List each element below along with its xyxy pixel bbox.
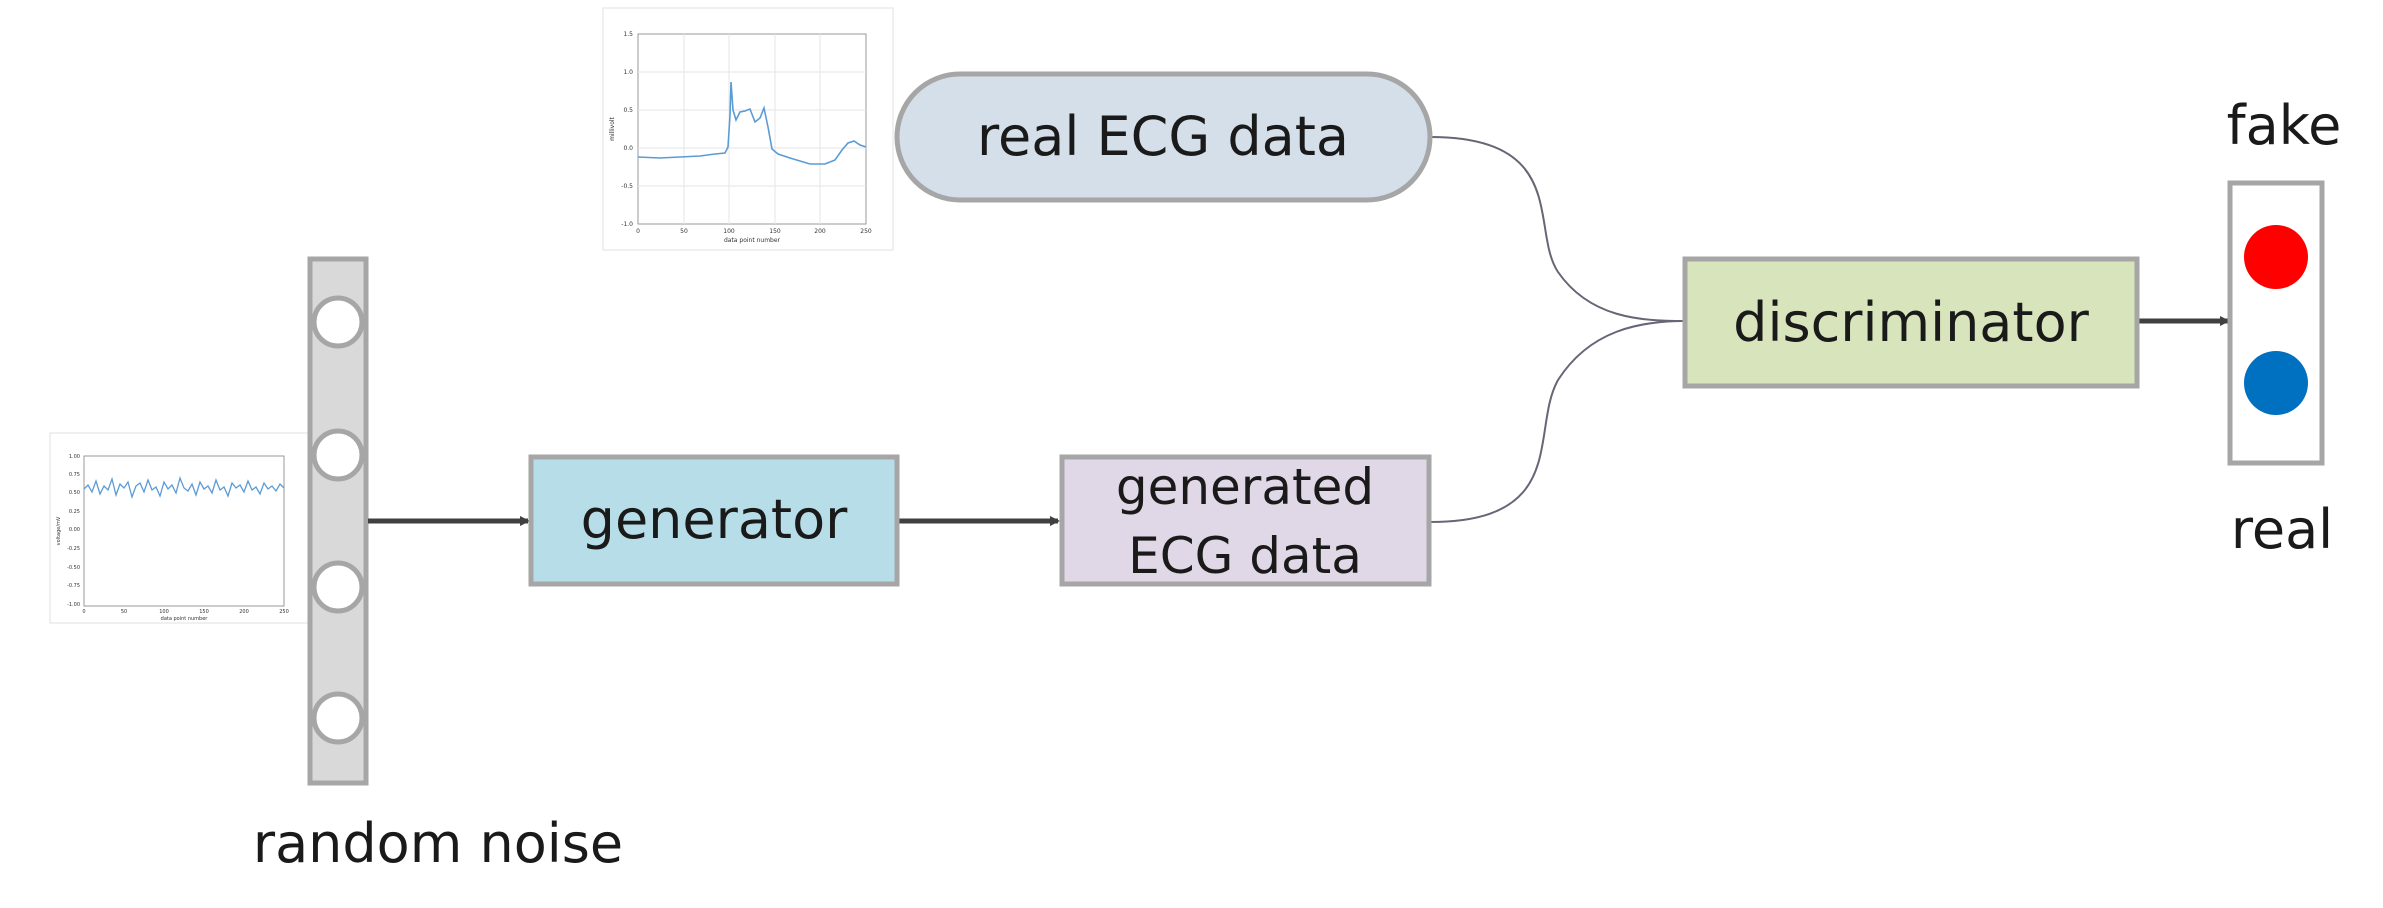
discriminator-node: discriminator <box>1682 256 2140 389</box>
noise-xtick-6: 250 <box>279 609 289 615</box>
noise-node-1 <box>311 295 365 349</box>
noise-ytick-1: 1.00 <box>69 454 80 460</box>
real-ecg-node: real ECG data <box>894 71 1433 203</box>
output-node <box>2227 180 2325 466</box>
noise-xtick-2: 50 <box>121 609 127 615</box>
noise-xlabel: data point number <box>161 616 209 622</box>
generated-ecg-label-line2: ECG data <box>1128 527 1362 585</box>
noise-xtick-5: 200 <box>239 609 249 615</box>
real-ecg-thumbnail: 1.5 1.0 0.5 0.0 -0.5 -1.0 0 50 100 150 2… <box>602 7 894 251</box>
real-ytick-5: -0.5 <box>621 183 633 190</box>
noise-ylabel: voltage/mV <box>56 516 62 545</box>
fake-label: fake <box>2227 94 2342 157</box>
real-ytick-2: 1.0 <box>623 69 633 76</box>
noise-trace <box>83 475 285 500</box>
real-xlabel: data point number <box>724 237 781 244</box>
generated-ecg-label-line1: generated <box>1116 458 1374 516</box>
real-ecg-trace <box>637 81 867 165</box>
noise-ytick-2: 0.75 <box>69 472 80 478</box>
noise-ytick-3: 0.50 <box>69 490 80 496</box>
noise-xtick-4: 150 <box>199 609 209 615</box>
noise-thumbnail: 1.00 0.75 0.50 0.25 0.00 -0.25 -0.50 -0.… <box>49 432 313 624</box>
noise-node-4 <box>311 691 365 745</box>
noise-ytick-7: -0.50 <box>67 565 80 571</box>
real-xtick-4: 150 <box>769 228 781 235</box>
generator-label: generator <box>581 488 848 551</box>
real-ytick-1: 1.5 <box>623 31 633 38</box>
real-xtick-5: 200 <box>814 228 826 235</box>
noise-xtick-1: 0 <box>82 609 85 615</box>
noise-node-3 <box>311 560 365 614</box>
noise-ytick-4: 0.25 <box>69 509 80 515</box>
noise-ytick-9: -1.00 <box>67 602 80 608</box>
real-xtick-1: 0 <box>636 228 640 235</box>
real-ytick-4: 0.0 <box>623 145 633 152</box>
real-ylabel: millivolt <box>609 116 616 140</box>
fake-indicator-dot <box>2244 225 2308 289</box>
real-ecg-plot-area <box>637 33 867 225</box>
real-indicator-dot <box>2244 351 2308 415</box>
connector-generated-to-discriminator <box>1429 320 1686 523</box>
real-ytick-3: 0.5 <box>623 107 633 114</box>
noise-xtick-3: 100 <box>159 609 169 615</box>
real-xtick-6: 250 <box>860 228 872 235</box>
generated-ecg-node: generated ECG data <box>1059 454 1432 587</box>
real-xtick-2: 50 <box>680 228 688 235</box>
noise-ytick-6: -0.25 <box>67 546 80 552</box>
noise-node-2 <box>311 428 365 482</box>
random-noise-label: random noise <box>253 812 623 875</box>
generator-node: generator <box>528 454 900 587</box>
noise-ytick-8: -0.75 <box>67 583 80 589</box>
real-ecg-label: real ECG data <box>977 105 1349 168</box>
connector-real-to-discriminator <box>1429 136 1686 322</box>
real-ytick-6: -1.0 <box>621 221 633 228</box>
real-xtick-3: 100 <box>723 228 735 235</box>
discriminator-label: discriminator <box>1733 291 2089 354</box>
noise-ytick-5: 0.00 <box>69 527 80 533</box>
noise-input-layer <box>307 256 369 786</box>
noise-plot-area <box>83 455 285 607</box>
real-label: real <box>2231 498 2333 561</box>
